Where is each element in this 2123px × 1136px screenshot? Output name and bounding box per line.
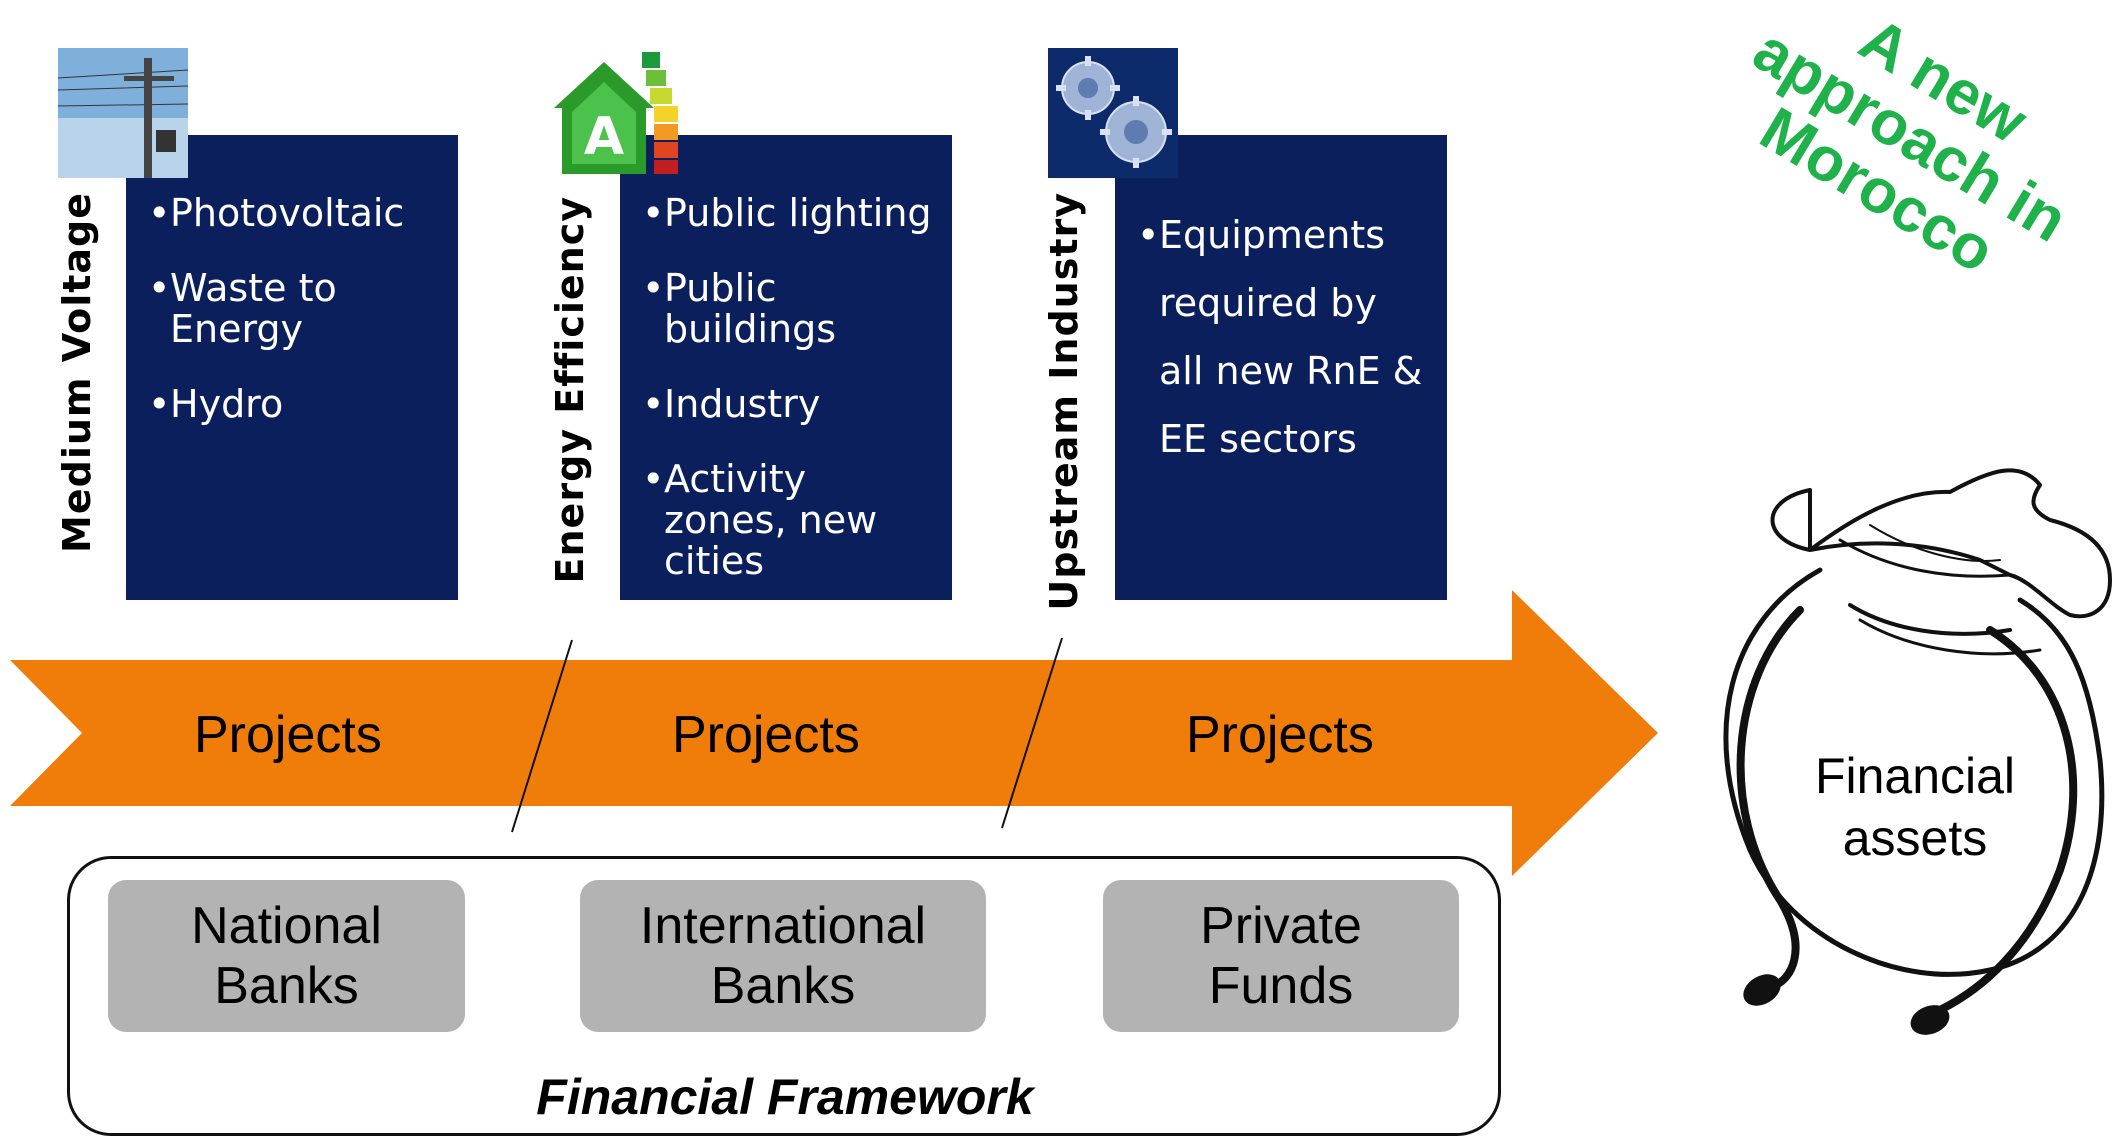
- divider-line-1: [511, 639, 573, 833]
- upstream-industry-box: Equipments required by all new RnE & EE …: [1115, 135, 1447, 600]
- list-item: Industry: [620, 384, 952, 426]
- gears-icon: [1048, 48, 1178, 178]
- international-banks-box: International Banks: [580, 880, 986, 1032]
- projects-label-3: Projects: [1186, 706, 1374, 764]
- energy-efficiency-box: Public lighting Public buildings Industr…: [620, 135, 952, 600]
- divider-line-2: [1001, 637, 1063, 829]
- power-pole-icon: [58, 48, 188, 178]
- upstream-industry-label: Upstream Industry: [1042, 192, 1086, 611]
- financial-assets-label: Financial assets: [1814, 748, 2016, 866]
- medium-voltage-label: Medium Voltage: [55, 192, 99, 553]
- private-funds-box: Private Funds: [1103, 880, 1459, 1032]
- national-banks-box: National Banks: [108, 880, 465, 1032]
- financial-framework-container: [67, 856, 1501, 1136]
- medium-voltage-box: Photovoltaic Waste to Energy Hydro: [126, 135, 458, 600]
- energy-efficiency-label: Energy Efficiency: [548, 196, 592, 584]
- icon-frame: [188, 130, 194, 136]
- list-item: Waste to Energy: [126, 268, 350, 350]
- svg-text:A: A: [584, 107, 624, 167]
- arrow-shape: [10, 590, 1658, 876]
- energy-rating-house-icon: A: [554, 52, 678, 174]
- projects-label-2: Projects: [672, 706, 860, 764]
- financial-framework-title: Financial Framework: [536, 1069, 1034, 1125]
- list-item: Public lighting: [620, 193, 952, 235]
- money-bag-icon: [1723, 468, 2112, 1035]
- list-item: Hydro: [126, 384, 458, 426]
- projects-label-1: Projects: [194, 706, 382, 764]
- list-item: Photovoltaic: [126, 193, 458, 235]
- list-item: Activity zones, new cities: [620, 459, 904, 582]
- list-item: Public buildings: [620, 268, 864, 350]
- list-item: Equipments required by all new RnE & EE …: [1115, 201, 1429, 473]
